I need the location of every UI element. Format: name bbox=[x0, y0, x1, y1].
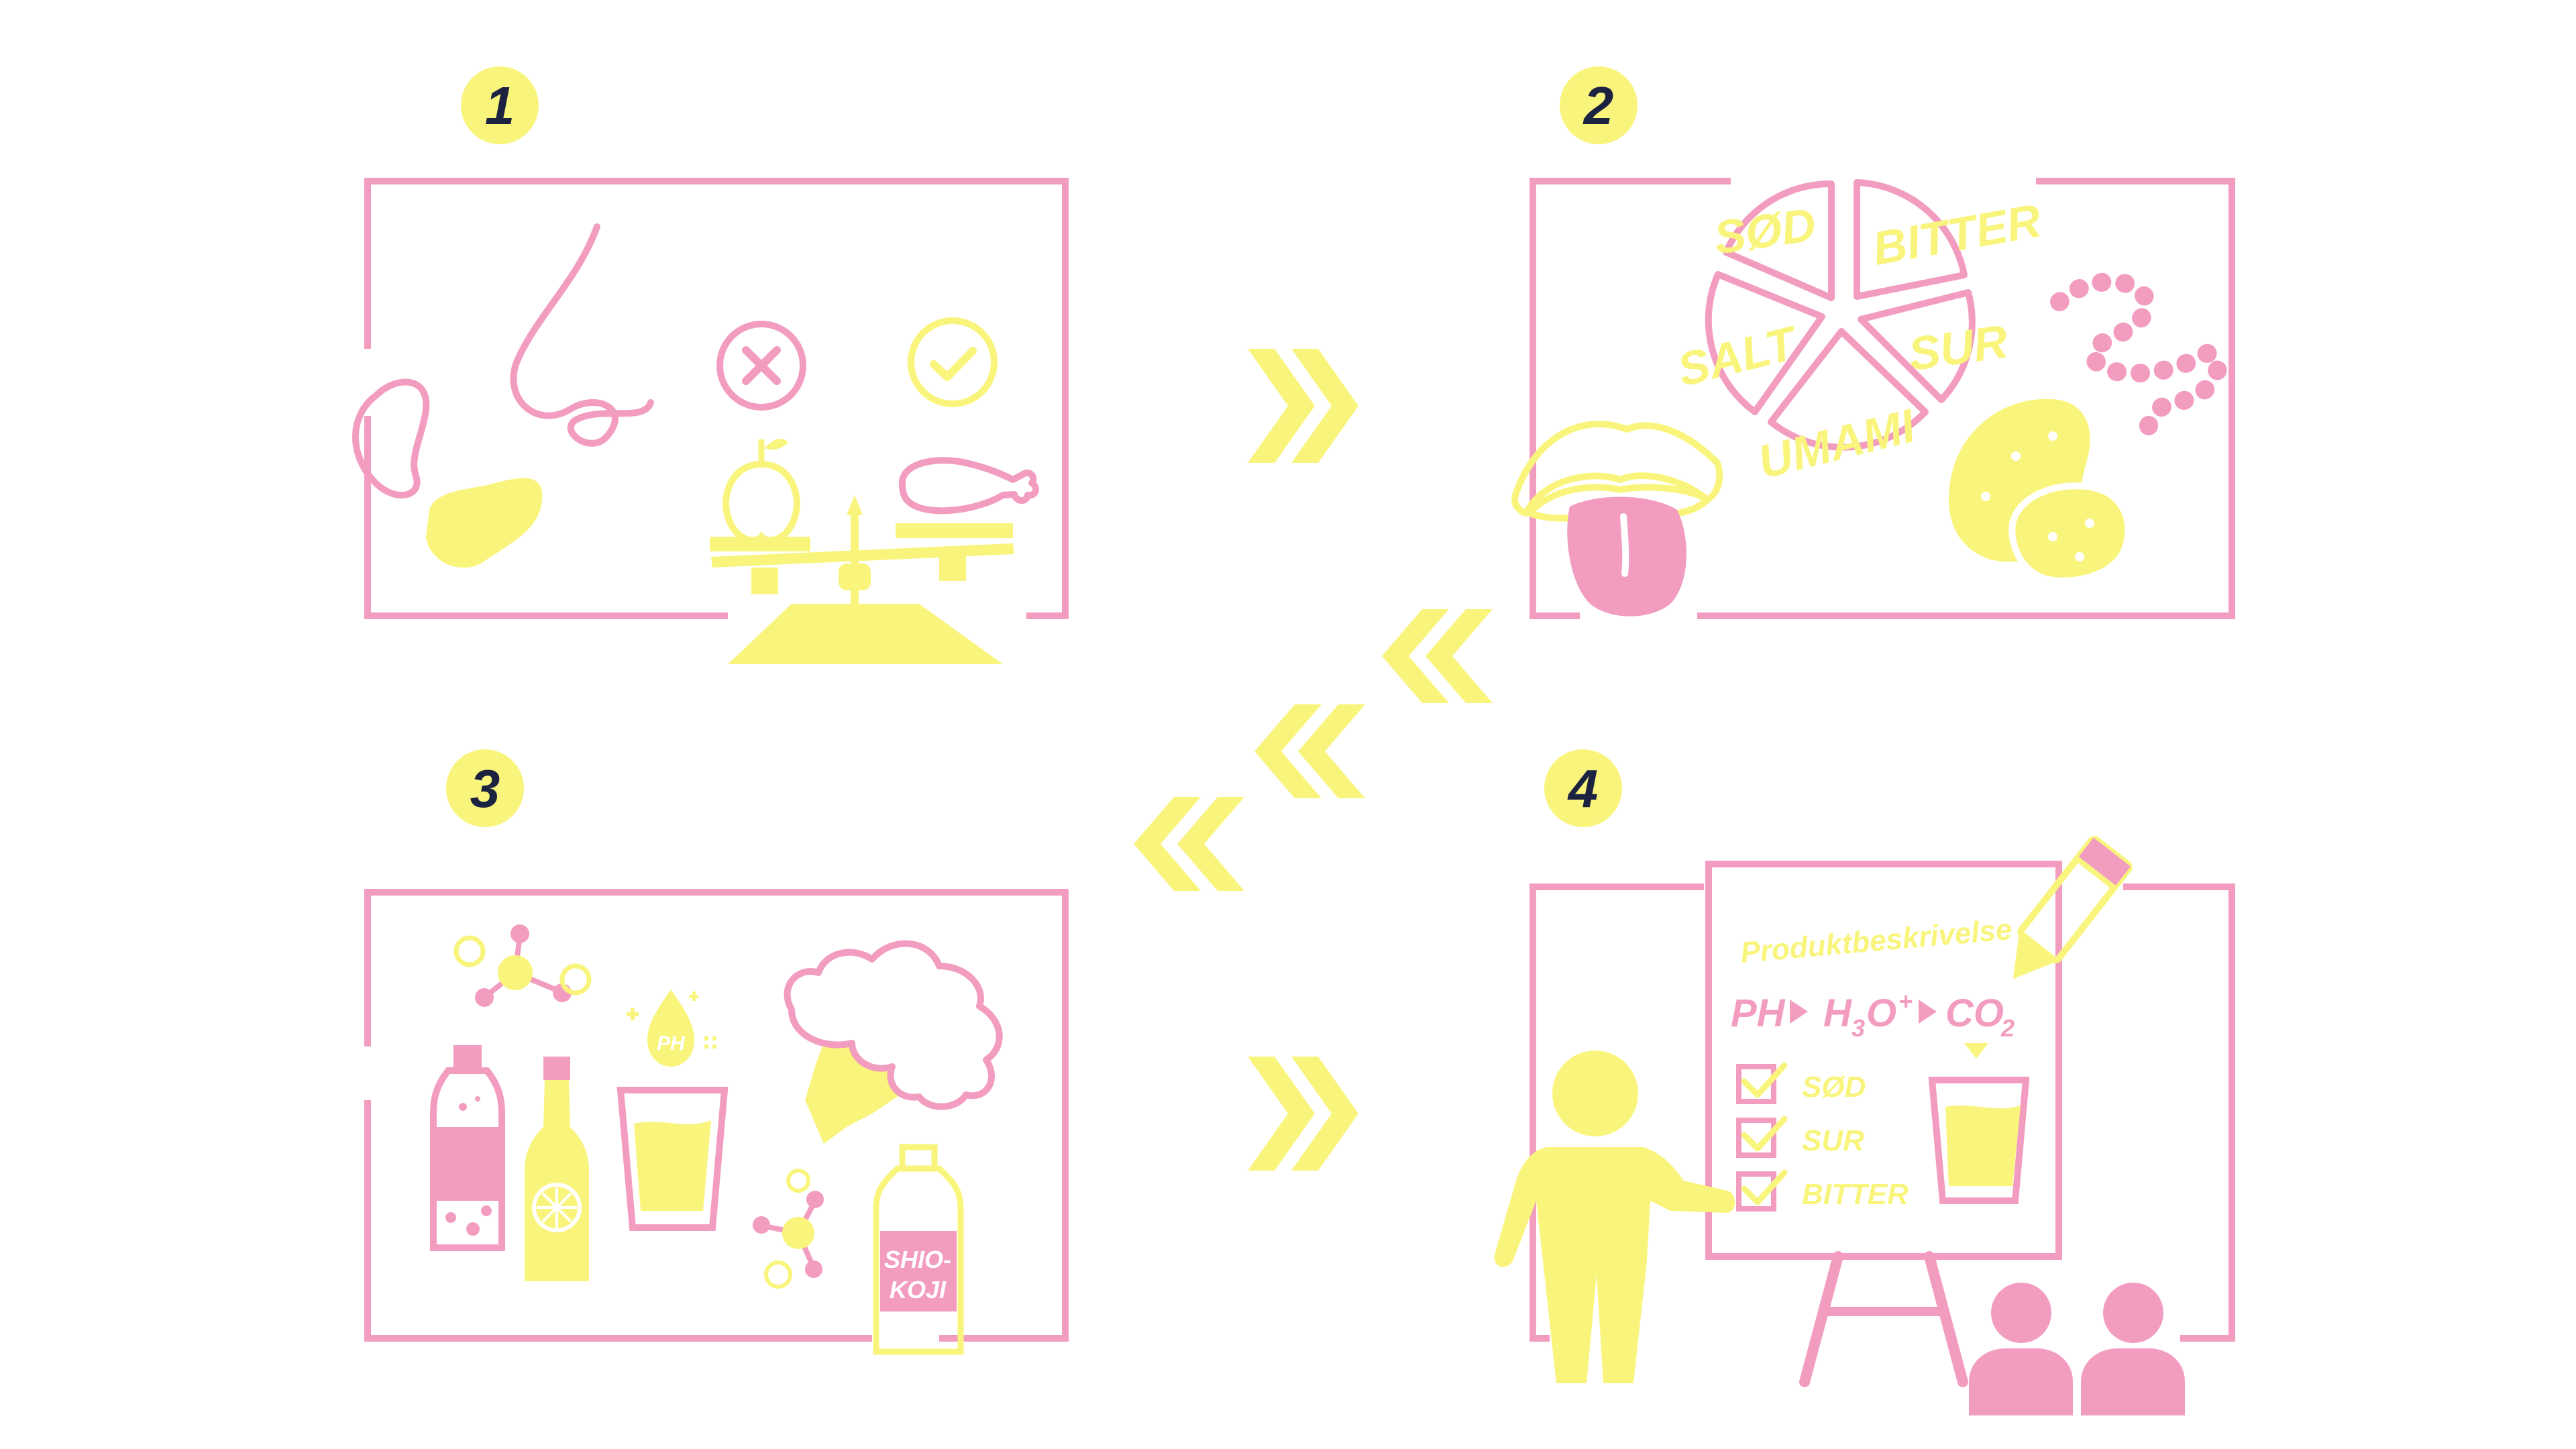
beer-bottle-icon bbox=[525, 1057, 589, 1281]
formula-o-sup: + bbox=[1898, 987, 1913, 1015]
presenter-icon bbox=[1494, 1051, 1735, 1383]
bottle-label-line2: KOJI bbox=[890, 1276, 947, 1303]
bottle-label-line1: SHIO- bbox=[884, 1246, 951, 1273]
arrow-3-to-4 bbox=[1248, 1057, 1358, 1171]
step-4-badge bbox=[1544, 749, 1622, 827]
nose-icon bbox=[510, 223, 654, 447]
balance-scale-icon bbox=[710, 495, 1014, 664]
taste-bitter-label: BITTER bbox=[1869, 194, 2045, 275]
bean-icon bbox=[426, 478, 543, 568]
ph-badge-label: PH bbox=[657, 1032, 686, 1055]
panel-2-frame-right bbox=[1697, 178, 2235, 619]
checklist: SØD SUR BITTER bbox=[1736, 1062, 1909, 1212]
formula-co: CO bbox=[1945, 991, 2004, 1035]
step-1-number: 1 bbox=[485, 76, 515, 136]
step-2-badge bbox=[1560, 66, 1638, 144]
shio-koji-bottle-icon: SHIO- KOJI bbox=[873, 1144, 964, 1355]
arrows bbox=[1134, 349, 1493, 1171]
formula-co-sub: 2 bbox=[2000, 1014, 2015, 1042]
checklist-item-label: SUR bbox=[1802, 1124, 1864, 1157]
molecule-small-icon bbox=[753, 1169, 824, 1289]
checklist-item: SØD bbox=[1736, 1062, 1866, 1104]
panel-2-frame bbox=[1529, 178, 1731, 619]
panel-2-content: SØD BITTER SUR UMAMI SALT bbox=[1511, 179, 2228, 616]
step-1-header: 1 bbox=[461, 66, 539, 144]
formula-ph: PH bbox=[1731, 991, 1786, 1035]
audience-icon bbox=[1969, 1283, 2185, 1415]
arrow-1-to-2 bbox=[1248, 349, 1358, 463]
taste-sour-label: SUR bbox=[1905, 315, 2011, 380]
drumstick-icon bbox=[899, 457, 1039, 515]
board-glass-icon bbox=[1928, 1043, 2030, 1204]
panel-1-frame-bottom bbox=[364, 416, 728, 619]
step-3-badge bbox=[446, 749, 524, 827]
broccoli-icon bbox=[784, 940, 1003, 1144]
taste-salt-label: SALT bbox=[1672, 316, 1804, 396]
check-circle-icon bbox=[908, 317, 998, 407]
molecule-icon bbox=[453, 924, 592, 1007]
mouth-tongue-icon bbox=[1511, 421, 1723, 616]
taste-sweet-label: SØD bbox=[1711, 198, 1819, 264]
chemistry-formula: PH H 3 O + CO 2 bbox=[1731, 987, 2015, 1042]
step-2-number: 2 bbox=[1582, 76, 1614, 136]
cross-circle-icon bbox=[716, 321, 806, 411]
panel-1-frame-top bbox=[364, 178, 1069, 619]
formula-h: H bbox=[1823, 991, 1852, 1035]
panel-4-frame-right bbox=[2123, 883, 2235, 1342]
taste-wheel bbox=[1705, 179, 1976, 451]
ph-drop-icon: PH bbox=[627, 989, 716, 1067]
bean-outline-icon bbox=[352, 378, 430, 498]
step-3-number: 3 bbox=[470, 759, 500, 818]
checklist-item-label: SØD bbox=[1802, 1071, 1866, 1104]
checklist-item-label: BITTER bbox=[1802, 1178, 1909, 1211]
potato-icon bbox=[1949, 398, 2132, 584]
pencil-icon bbox=[2012, 836, 2133, 979]
panel-1-content bbox=[352, 223, 1039, 664]
step-4-header: 4 bbox=[1544, 749, 1622, 827]
panel-3-frame-left bbox=[364, 1100, 872, 1342]
soda-bottle-icon bbox=[430, 1045, 505, 1251]
step-2-header: 2 bbox=[1560, 66, 1638, 144]
formula-o: O bbox=[1866, 991, 1896, 1035]
molecule-chain-icon bbox=[2050, 272, 2228, 445]
apple-icon bbox=[722, 439, 800, 544]
formula-h-sub: 3 bbox=[1851, 1014, 1865, 1042]
panel-4-content: Produktbeskrivelse PH H 3 O + CO 2 bbox=[1494, 836, 2185, 1415]
panel-frames bbox=[364, 178, 2235, 1342]
checklist-item: BITTER bbox=[1736, 1169, 1909, 1212]
panel-4-frame-left bbox=[1529, 883, 1704, 1342]
step-3-header: 3 bbox=[446, 749, 524, 827]
panel-3-frame bbox=[364, 889, 1069, 1342]
step-4-number: 4 bbox=[1567, 759, 1599, 818]
arrow-2-to-3 bbox=[1134, 609, 1493, 891]
panel-3-content: PH bbox=[430, 924, 1003, 1355]
checklist-item: SUR bbox=[1736, 1116, 1864, 1158]
glass-icon bbox=[616, 1087, 729, 1231]
step-1-badge bbox=[461, 66, 539, 144]
